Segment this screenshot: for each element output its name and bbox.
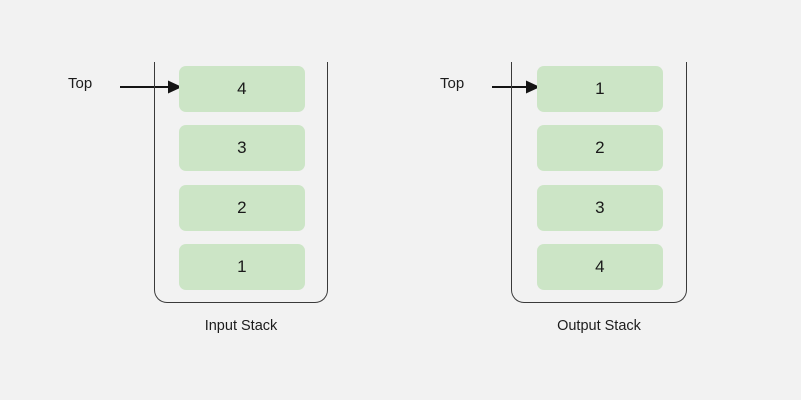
stack-container-output (511, 62, 687, 303)
stack-cell[interactable]: 4 (537, 244, 663, 290)
stack-container-input (154, 62, 328, 303)
stack-cell[interactable]: 1 (537, 66, 663, 112)
stack-cells-output: 1 2 3 4 (360, 0, 801, 400)
top-pointer-label-output: Top (440, 75, 465, 92)
stack-cell[interactable]: 2 (537, 125, 663, 171)
stack-cell[interactable]: 2 (179, 185, 305, 231)
stack-caption-output: Output Stack (557, 318, 641, 334)
top-pointer-arrow-output (492, 80, 540, 94)
stack-caption-input: Input Stack (204, 318, 278, 334)
stack-group-input: Top 4 3 2 1 Input Stack (0, 0, 400, 400)
stack-cell[interactable]: 3 (537, 185, 663, 231)
top-pointer-label-input: Top (68, 75, 93, 92)
stack-group-output: Top 1 2 3 4 Output Stack (360, 0, 801, 400)
stack-cell[interactable]: 3 (179, 125, 305, 171)
stack-cell[interactable]: 4 (179, 66, 305, 112)
stack-cell[interactable]: 1 (179, 244, 305, 290)
top-pointer-arrow-input (120, 80, 182, 94)
stack-cells-input: 4 3 2 1 (0, 0, 400, 400)
